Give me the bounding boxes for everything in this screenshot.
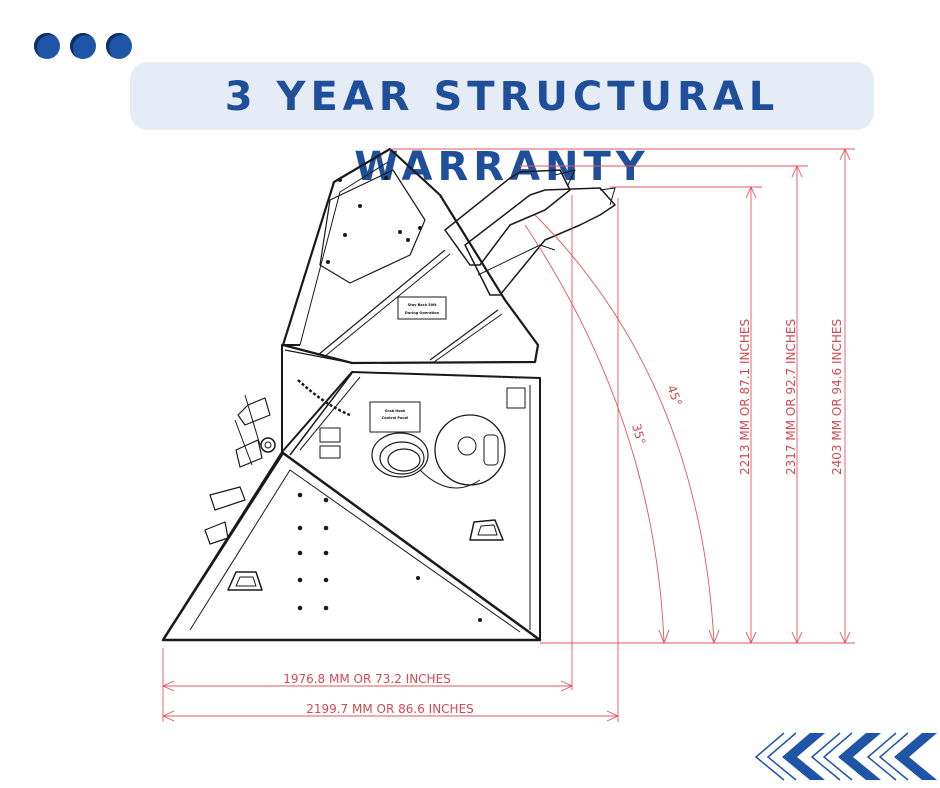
- angle-label-35: 35°: [629, 422, 648, 446]
- dot-icon: [106, 33, 132, 59]
- width-dimension-2: 2199.7 MM OR 86.6 INCHES: [306, 702, 474, 716]
- control-label-2: Control Panel: [382, 416, 409, 420]
- chevron-left-icon: [754, 732, 825, 781]
- bucket-outline: [161, 147, 616, 642]
- dots-decoration: [34, 33, 132, 59]
- dimension-labels: 2213 MM OR 87.1 INCHES 2317 MM OR 92.7 I…: [283, 319, 844, 716]
- control-label-1: Grab Hook: [385, 409, 406, 413]
- page-title: 3 YEAR STRUCTURAL WARRANTY: [224, 74, 780, 190]
- warning-decal: Stay Back 50ft During Operation: [397, 296, 447, 320]
- width-dimension-1: 1976.8 MM OR 73.2 INCHES: [283, 672, 451, 686]
- dimension-lines: [161, 147, 855, 722]
- chevron-decoration: [754, 732, 937, 781]
- title-banner: 3 YEAR STRUCTURAL WARRANTY: [130, 62, 874, 190]
- warning-label-1: Stay Back 50ft: [408, 303, 437, 307]
- warning-label-2: During Operation: [405, 311, 440, 315]
- dot-icon: [34, 33, 60, 59]
- chevron-left-icon: [866, 732, 937, 781]
- height-dimension-3: 2403 MM OR 94.6 INCHES: [830, 319, 844, 475]
- bolt-pattern: [297, 176, 482, 622]
- angle-label-45: 45°: [664, 383, 684, 408]
- control-panel-decal: Grab Hook Control Panel: [319, 401, 421, 459]
- height-dimension-1: 2213 MM OR 87.1 INCHES: [738, 319, 752, 475]
- chevron-left-icon: [810, 732, 881, 781]
- dot-icon: [70, 33, 96, 59]
- height-dimension-2: 2317 MM OR 92.7 INCHES: [784, 319, 798, 475]
